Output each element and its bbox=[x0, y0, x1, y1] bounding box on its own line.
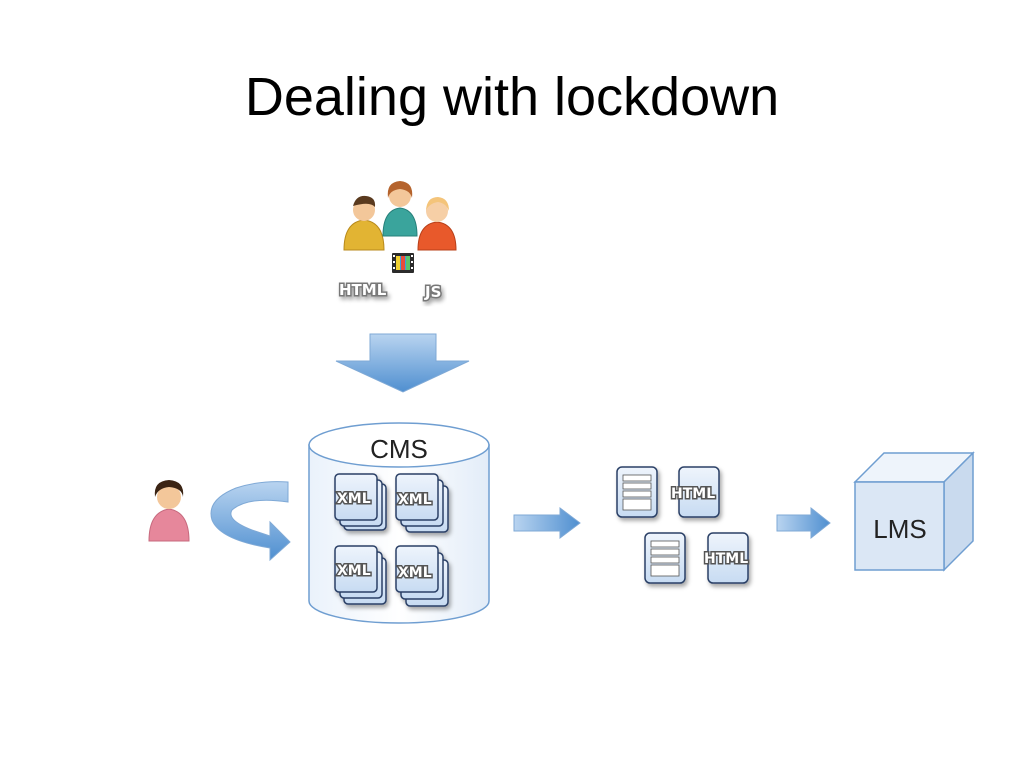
person-left-icon bbox=[343, 195, 385, 251]
down-arrow-icon bbox=[335, 333, 470, 393]
right-arrow-icon-1 bbox=[513, 507, 581, 539]
html-page-icon-2 bbox=[707, 532, 749, 584]
xml-tag-2: XML bbox=[398, 492, 432, 508]
xml-tag-4: XML bbox=[398, 565, 432, 581]
tag-html-top: HTML bbox=[339, 281, 387, 299]
team-of-three-people-icon bbox=[343, 181, 457, 251]
tag-js-top: JS bbox=[424, 283, 441, 301]
curved-arrow-icon bbox=[210, 481, 291, 562]
person-icon bbox=[148, 480, 190, 542]
lms-label: LMS bbox=[873, 514, 926, 544]
xml-document-stack-1 bbox=[334, 473, 387, 531]
right-arrow-icon-2 bbox=[776, 506, 831, 540]
person-center-icon bbox=[382, 181, 418, 237]
xml-document-stack-3 bbox=[334, 545, 387, 605]
cms-label: CMS bbox=[370, 434, 428, 464]
film-strip-icon bbox=[392, 253, 414, 273]
lms-cube bbox=[853, 451, 975, 572]
html-tag-output-2: HTML bbox=[704, 551, 748, 567]
person-right-icon bbox=[417, 197, 457, 251]
xml-document-stack-2 bbox=[395, 473, 449, 533]
slide-title: Dealing with lockdown bbox=[244, 67, 780, 127]
xml-tag-3: XML bbox=[337, 563, 371, 579]
xml-tag-1: XML bbox=[337, 491, 371, 507]
page-list-icon-2 bbox=[644, 532, 686, 584]
html-tag-output-1: HTML bbox=[671, 486, 715, 502]
page-list-icon-1 bbox=[616, 466, 658, 518]
xml-document-stack-4 bbox=[395, 545, 449, 607]
html-page-icon-1 bbox=[678, 466, 720, 518]
